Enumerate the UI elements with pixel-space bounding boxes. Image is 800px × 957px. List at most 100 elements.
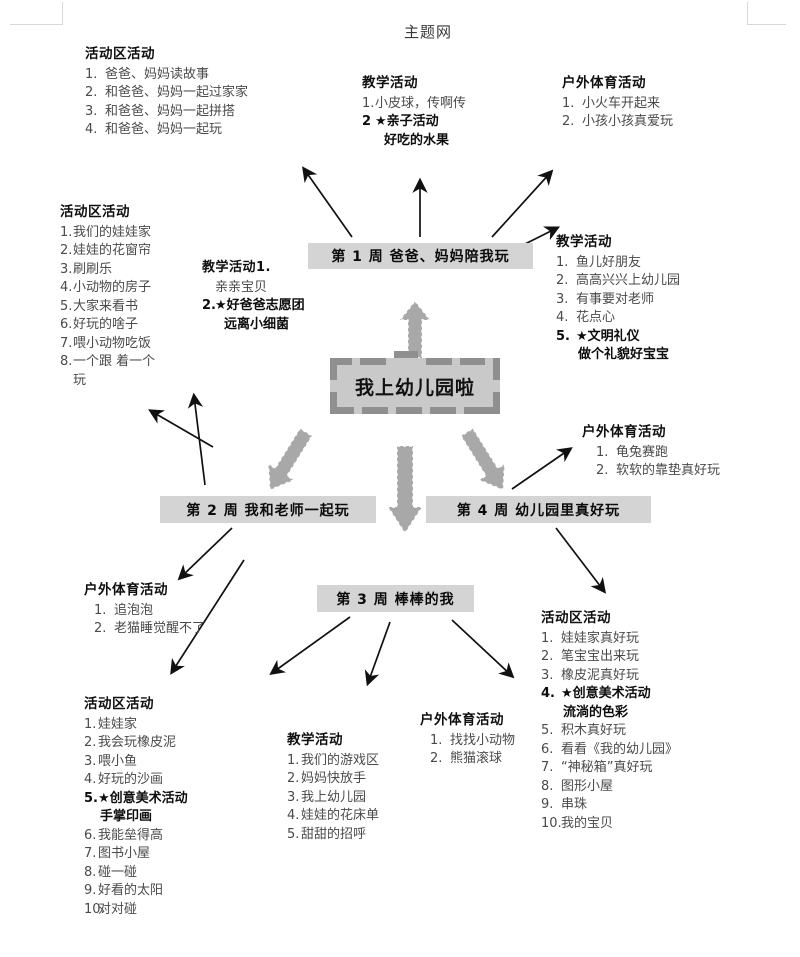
- frame-seg: [330, 407, 354, 414]
- list-item-text: 甜甜的招呼: [301, 826, 367, 842]
- list-item-text: 笔宝宝出来玩: [561, 649, 640, 665]
- list-item-number: 2.: [287, 771, 300, 787]
- frame-seg: [493, 392, 500, 414]
- frame-seg: [493, 358, 500, 380]
- list-item: 玩: [60, 372, 155, 390]
- list-item-text: 小火车开起来: [582, 96, 661, 111]
- list-item-number: 10.: [84, 901, 105, 917]
- group-title: 教学活动: [362, 75, 418, 91]
- list-item-number: 1.: [430, 733, 443, 748]
- list-item-number: 3.: [60, 261, 73, 277]
- list-item-text: 玩: [73, 372, 87, 388]
- list-item-text: ★创意美术活动: [98, 790, 188, 806]
- group-title: 户外体育活动: [84, 582, 168, 598]
- group-title: 教学活动: [556, 234, 612, 250]
- group-title: 活动区活动: [84, 696, 154, 712]
- list-item-number: 1.: [287, 753, 300, 768]
- frame-seg: [330, 358, 352, 365]
- list-item-text: 做个礼貌好宝宝: [578, 347, 670, 363]
- list-item: 1.娃娃家: [84, 716, 188, 734]
- list-item-text: 手掌印画: [100, 809, 153, 825]
- group-title: 活动区活动: [60, 204, 130, 220]
- list-item-number: 8.: [84, 864, 97, 880]
- center-node[interactable]: 我上幼儿园啦: [330, 351, 500, 414]
- week-box-week2[interactable]: 第 2 周 我和老师一起玩: [160, 496, 376, 523]
- list-item-number: 2.: [94, 621, 107, 637]
- list-item-text: 和爸爸、妈妈一起拼搭: [105, 103, 236, 119]
- list-item: 7.“神秘箱”真好玩: [541, 759, 678, 777]
- list-item-text: 娃娃家: [98, 717, 138, 732]
- list-item-text: 有事要对老师: [576, 291, 655, 307]
- list-item: 2.娃娃的花窗帘: [60, 242, 155, 260]
- list-item-number: 1.: [556, 255, 569, 270]
- list-item: 1.爸爸、妈妈读故事: [85, 66, 248, 84]
- list-item: 1. 鱼儿好朋友: [556, 254, 680, 272]
- group-title: 活动区活动: [541, 610, 611, 626]
- list-item: 4.和爸爸、妈妈一起玩: [85, 121, 248, 139]
- list-item: 1.找找小动物: [430, 732, 515, 750]
- list-item-number: 5.: [60, 298, 73, 314]
- list-item: 3.刷刷乐: [60, 261, 155, 279]
- week-box-week3[interactable]: 第 3 周 棒棒的我: [317, 585, 474, 612]
- list-item: 1.我们的娃娃家: [60, 224, 155, 242]
- list-item-text: 积木真好玩: [561, 723, 627, 739]
- list-item-text: 娃娃的花窗帘: [73, 243, 152, 259]
- list-item-text: 对对碰: [98, 901, 138, 917]
- list-item-number: 3.: [541, 667, 554, 683]
- group-title: 活动区活动: [85, 46, 155, 62]
- list-item-number: 1.: [562, 96, 575, 111]
- list-item: 7.喂小动物吃饭: [60, 335, 155, 353]
- list-item: 7.图书小屋: [84, 845, 188, 863]
- frame-seg: [362, 407, 388, 414]
- list-item: 3.橡皮泥真好玩: [541, 667, 678, 685]
- list-item: 8.图形小屋: [541, 778, 678, 796]
- list-item-number: 3.: [556, 291, 569, 307]
- list-item: 4.好玩的沙画: [84, 771, 188, 789]
- list-item: 3.我上幼儿园: [287, 789, 379, 807]
- list-item: 2.高高兴兴上幼儿园: [556, 272, 680, 290]
- frame-seg: [330, 358, 337, 380]
- list-item-number: 6.: [84, 827, 97, 843]
- list-item: 2. 老猫睡觉醒不了: [94, 620, 205, 638]
- corner-mark-top-left: [10, 2, 63, 25]
- list-item-text: 老猫睡觉醒不了: [114, 621, 206, 637]
- list-item-text: ★好爸爸志愿团: [215, 298, 305, 314]
- list-item-text: 看看《我的幼儿园》: [561, 741, 679, 757]
- list-item-text: 熊猫滚球: [450, 751, 503, 767]
- list-item-number: 1.: [541, 631, 554, 646]
- list-item-number: 2.: [596, 463, 609, 479]
- list-item-text: 我们的娃娃家: [73, 225, 152, 240]
- list-item-number: 2: [362, 114, 372, 130]
- list-item-number: [60, 372, 73, 390]
- list-item-number: 9.: [541, 797, 554, 813]
- list-item: 2.软软的靠垫真好玩: [596, 462, 720, 480]
- list-item-text: 我的宝贝: [561, 815, 614, 831]
- block-arrow-down-week3: [385, 443, 425, 535]
- list-item-number: 2.: [556, 273, 569, 289]
- week-box-week1[interactable]: 第 1 周 爸爸、妈妈陪我玩: [308, 243, 533, 269]
- week-box-week4[interactable]: 第 4 周 幼儿园里真好玩: [426, 496, 651, 523]
- list-item: 1.娃娃家真好玩: [541, 630, 678, 648]
- frame-seg: [396, 407, 422, 414]
- list-item-text: 龟兔赛跑: [616, 445, 669, 460]
- list-item: 8.碰一碰: [84, 864, 188, 882]
- list-item-number: 6.: [541, 741, 554, 757]
- block-arrow-downleft-week2: [255, 423, 321, 499]
- list-item-number: 6.: [60, 317, 73, 333]
- list-item-number: 8.: [60, 354, 73, 370]
- list-item-number: 2.: [202, 298, 216, 314]
- list-item-text: 鱼儿好朋友: [576, 255, 642, 270]
- list-item-text: 一个跟 着一个: [73, 354, 156, 370]
- list-item: 好吃的水果: [362, 132, 466, 150]
- block-arrow-up-week1: [398, 300, 432, 360]
- list-item-number: 1.: [84, 717, 97, 732]
